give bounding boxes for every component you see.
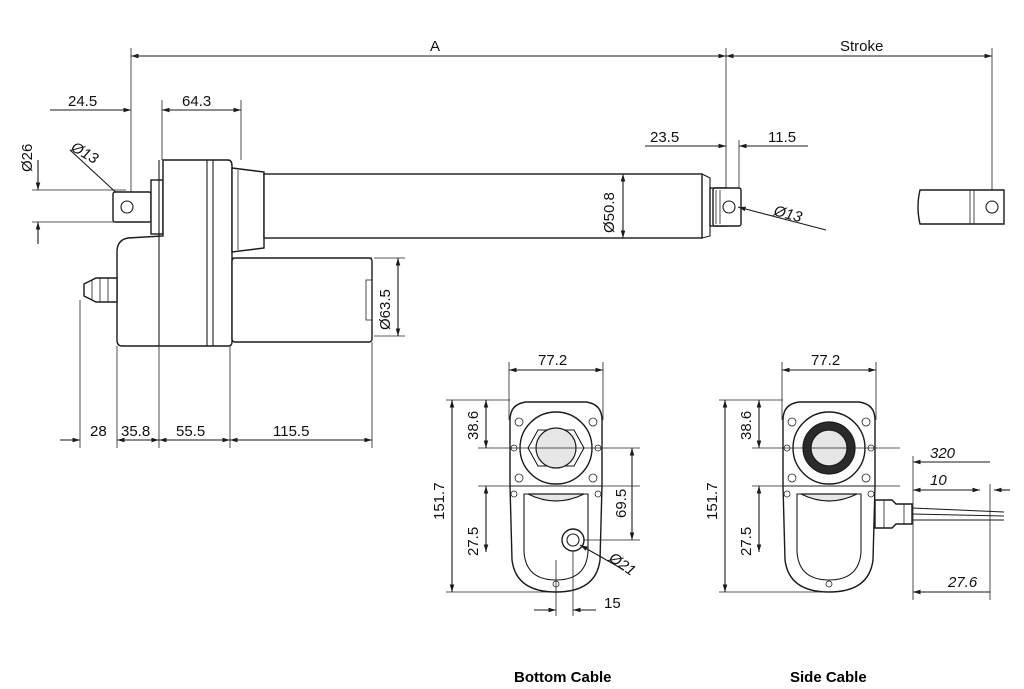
dim-35-8-label: 35.8 [121,423,150,440]
dia-50-8-label: Ø50.8 [601,192,618,233]
side-151-7-label: 151.7 [704,482,721,520]
bottom-38-6-label: 38.6 [465,411,482,440]
bottom-cable-view: 77.2 151.7 38.6 [431,352,640,686]
dim-23-5-label: 23.5 [650,129,679,146]
dim-115-5-label: 115.5 [273,423,309,440]
rear-clevis-hole [120,200,134,214]
bottom-69-5-label: 69.5 [613,489,630,518]
dim-stroke-label: Stroke [840,38,883,55]
dim-28-label: 28 [90,423,107,440]
side-27-6-label: 27.6 [947,574,978,591]
gearbox-housing [116,159,233,347]
side-width-label: 77.2 [811,352,840,369]
cable-gland [83,277,118,303]
side-320-label: 320 [930,445,956,462]
side-view: A Stroke 24.5 64.3 23.5 11.5 Ø26 Ø13 [19,38,1005,448]
dim-11-5-label: 11.5 [768,129,796,146]
side-27-5-label: 27.5 [738,527,755,556]
side-38-6-label: 38.6 [738,411,755,440]
side-cable-gland [874,499,913,529]
front-clevis [712,187,742,227]
side-cable-caption: Side Cable [790,669,867,686]
bottom-cable-caption: Bottom Cable [514,669,612,686]
extended-rod-end [917,189,1005,225]
dia-26-label: Ø26 [19,144,36,172]
bottom-width-label: 77.2 [538,352,567,369]
dim-55-5-label: 55.5 [176,423,205,440]
dia-63-5-label: Ø63.5 [377,289,394,330]
bottom-cable-hole [561,528,585,552]
front-clevis-hole [722,200,736,214]
bottom-27-5-label: 27.5 [465,527,482,556]
dim-24-5-label: 24.5 [68,93,97,110]
bottom-dia-21-label: Ø21 [605,549,639,580]
motor-can [231,257,373,343]
bottom-15-label: 15 [604,595,621,612]
dim-a-label: A [430,38,440,55]
side-10-label: 10 [930,472,947,489]
bottom-151-7-label: 151.7 [431,482,448,520]
rear-clevis [112,191,152,223]
side-cable-view: 77.2 151.7 38. [704,352,1010,686]
dia-13-front-label: Ø13 [771,202,804,226]
dim-64-3-label: 64.3 [182,93,211,110]
outer-tube [263,173,703,239]
